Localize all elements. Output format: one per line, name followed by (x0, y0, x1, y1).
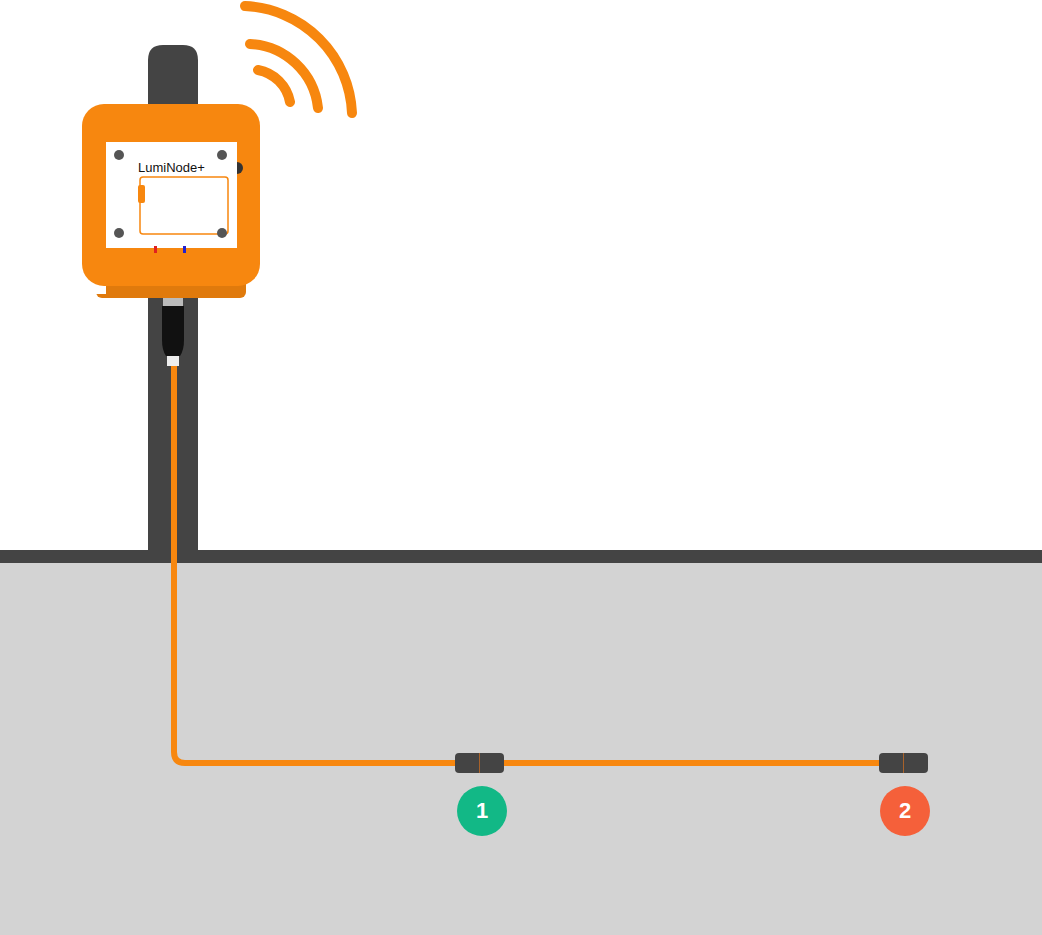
ground (0, 563, 1042, 935)
cable (174, 366, 885, 763)
signal-waves (245, 6, 352, 113)
screws (114, 150, 227, 238)
device-housing (82, 104, 260, 286)
device-brand: LumiNode+ (138, 160, 205, 175)
led-blue (183, 246, 186, 253)
sensor-1 (455, 753, 504, 773)
device-window (140, 177, 228, 234)
cable-sleeve (167, 356, 179, 366)
sensor-2 (879, 753, 928, 773)
led-red (154, 246, 157, 253)
ground-line (0, 550, 1042, 563)
callout-number: 1 (457, 786, 507, 836)
cable-plug (162, 306, 184, 356)
plug-thread (163, 298, 183, 306)
device-plate (106, 142, 237, 248)
device-indicator (138, 185, 145, 203)
callout-number: 2 (880, 786, 930, 836)
